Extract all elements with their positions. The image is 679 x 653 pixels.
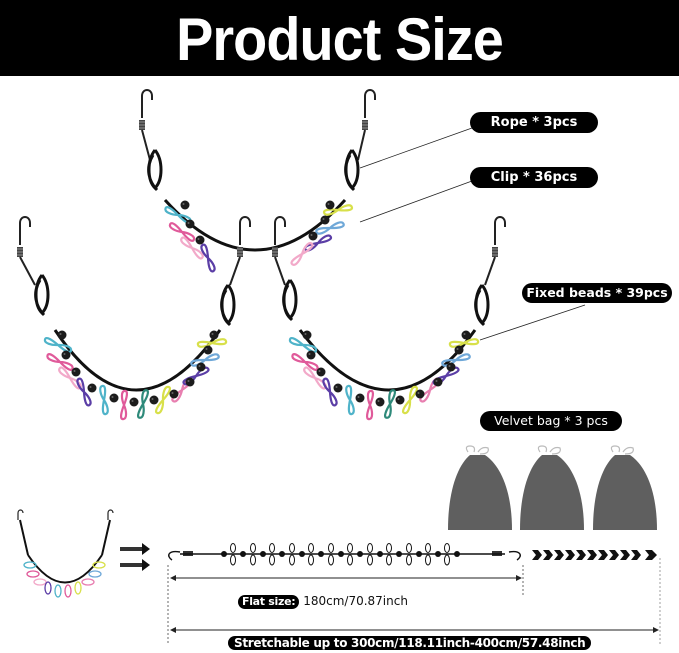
velvet-bag-3 [593,445,657,530]
velvet-bags [448,445,657,530]
stretch-label: Stretchable up to 300cm/118.11inch-400cm… [228,636,592,650]
rope-count-label: Rope * 3pcs [470,112,598,133]
flat-size-label: Flat size: [238,595,300,609]
rope-left-illustration [16,216,251,421]
bag-count-label: Velvet bag * 3 pcs [480,411,622,431]
leader-lines [359,127,586,341]
velvet-bag-1 [448,445,512,530]
flat-rope [168,543,521,566]
header-banner: Product Size [0,0,679,76]
flat-size-value: 180cm/70.87inch [303,594,408,608]
rope-back-illustration [138,89,376,274]
chevron-arrows [532,550,657,560]
velvet-bag-2 [520,445,584,530]
clip-count-label: Clip * 36pcs [470,167,598,188]
dimension-lines [167,558,661,645]
stretch-row: Stretchable up to 300cm/118.11inch-400cm… [228,636,592,650]
small-rope-icon [17,509,114,598]
beads-count-label: Fixed beads * 39pcs [522,283,672,303]
arrow-icons [120,543,150,571]
rope-right-illustration [271,216,506,421]
flat-size-row: Flat size: 180cm/70.87inch [238,594,408,609]
page-title: Product Size [176,6,504,73]
